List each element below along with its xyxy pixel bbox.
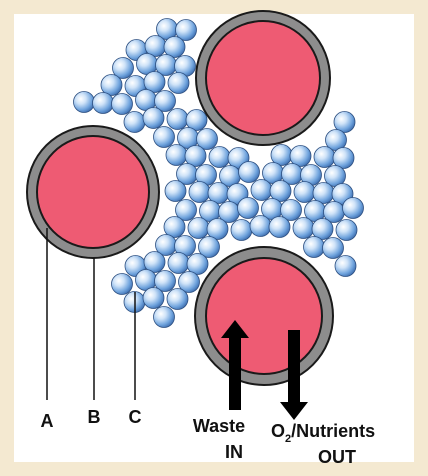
out-label: OUT <box>318 447 356 467</box>
capillary-bottom <box>195 247 333 385</box>
tissue-cell <box>188 218 209 239</box>
nutrients-text: /Nutrients <box>291 421 375 441</box>
label-c: C <box>129 407 142 427</box>
tissue-cell <box>231 220 252 241</box>
tissue-cell <box>165 181 186 202</box>
tissue-cell <box>93 93 114 114</box>
tissue-cell <box>238 198 259 219</box>
tissue-cell <box>335 256 356 277</box>
tissue-cell <box>167 289 188 310</box>
diagram-panel: A B C Waste IN O2/Nutrients OUT <box>14 14 414 462</box>
label-b: B <box>88 407 101 427</box>
tissue-cell <box>143 288 164 309</box>
tissue-cell <box>168 73 189 94</box>
tissue-cell <box>74 92 95 113</box>
tissue-cell <box>269 217 290 238</box>
tissue-cell <box>168 253 189 274</box>
tissue-cell <box>166 145 187 166</box>
oxygen-nutrients-label: O2/Nutrients <box>271 421 375 445</box>
tissue-cell <box>336 220 357 241</box>
tissue-cell <box>239 162 260 183</box>
tissue-cell <box>293 218 314 239</box>
tissue-cell <box>112 274 133 295</box>
tissue-cell <box>112 94 133 115</box>
tissue-cell <box>251 180 272 201</box>
tissue-cell <box>124 112 145 133</box>
tissue-cell <box>250 216 271 237</box>
tissue-cell <box>209 147 230 168</box>
tissue-cell <box>343 198 364 219</box>
in-label: IN <box>225 442 243 462</box>
tissue-cell <box>167 109 188 130</box>
oxygen-symbol: O <box>271 421 285 441</box>
capillary-top <box>196 11 330 145</box>
waste-label: Waste <box>193 416 245 436</box>
tissue-cell <box>189 182 210 203</box>
tissue-cell <box>154 307 175 328</box>
tissue-cell <box>294 182 315 203</box>
label-a: A <box>41 411 54 431</box>
tissue-cell <box>304 237 325 258</box>
tissue-cell <box>154 127 175 148</box>
tissue-cell <box>314 147 335 168</box>
tissue-cell <box>143 108 164 129</box>
tissue-cell <box>323 238 344 259</box>
